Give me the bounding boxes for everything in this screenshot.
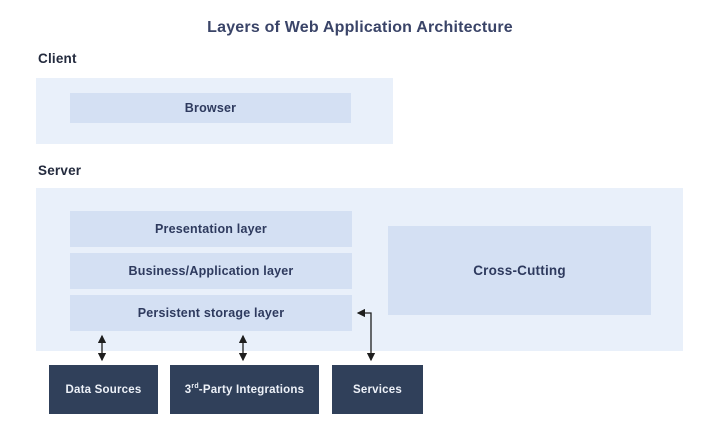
diagram-title: Layers of Web Application Architecture [207,19,513,36]
third-party-integrations-box: 3rd-Party Integrations [170,365,319,414]
services-box: Services [332,365,423,414]
business-application-layer-box: Business/Application layer [70,253,352,289]
client-section-label: Client [38,51,77,66]
superscript-rd: rd [191,382,199,390]
persistent-storage-layer-box: Persistent storage layer [70,295,352,331]
data-sources-box: Data Sources [49,365,158,414]
third-party-label: 3rd-Party Integrations [184,382,305,396]
server-section-label: Server [38,163,82,178]
cross-cutting-box: Cross-Cutting [388,226,651,315]
presentation-layer-box: Presentation layer [70,211,352,247]
browser-box: Browser [70,93,351,123]
